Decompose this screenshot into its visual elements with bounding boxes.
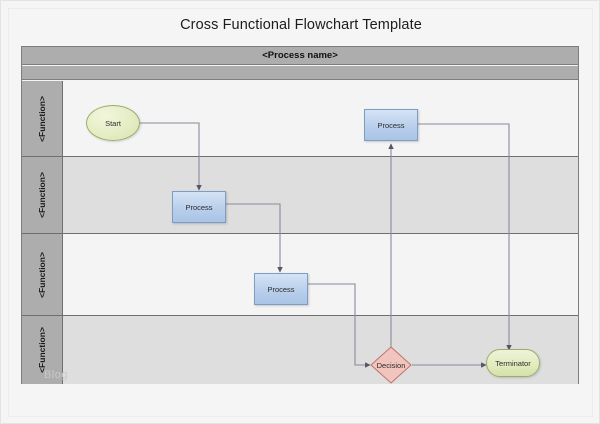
node-start-label: Start (105, 118, 121, 128)
connector-process1-to-process2[interactable] (226, 203, 283, 273)
node-process-1-label: Process (185, 202, 213, 212)
node-process-2-label: Process (267, 284, 295, 294)
decision-diamond-shape (370, 346, 412, 384)
node-layer: Start Process Process Process Decision T… (22, 47, 580, 385)
process-name-label: <Process name> (262, 50, 338, 61)
process-name-bar[interactable]: <Process name> (22, 47, 578, 65)
swimlane-4[interactable]: <Function> (22, 316, 578, 384)
watermark: Blog (44, 369, 69, 381)
cross-functional-diagram: <Process name> <Function> <Function> <Fu… (21, 46, 579, 384)
swimlane-3-header[interactable]: <Function> (22, 234, 63, 315)
page-title: Cross Functional Flowchart Template (180, 17, 422, 33)
phase-bar[interactable] (22, 66, 578, 80)
node-process-3-label: Process (377, 120, 405, 130)
node-terminator-label: Terminator (495, 358, 531, 368)
node-terminator[interactable]: Terminator (486, 349, 540, 377)
connector-layer (140, 122, 512, 368)
swimlane-1-header[interactable]: <Function> (22, 81, 63, 156)
node-process-3[interactable]: Process (364, 109, 418, 141)
connector-process3-to-terminator[interactable] (418, 123, 512, 351)
swimlane-2[interactable]: <Function> (22, 157, 578, 234)
node-process-1[interactable]: Process (172, 191, 226, 223)
swimlane-4-header[interactable]: <Function> (22, 316, 63, 384)
swimlane-2-header[interactable]: <Function> (22, 157, 63, 233)
node-decision[interactable]: Decision (370, 346, 412, 384)
connector-start-to-process1[interactable] (140, 122, 202, 191)
connector-process2-to-decision[interactable] (308, 283, 371, 368)
node-decision-label: Decision (376, 360, 406, 370)
swimlane-container: <Function> <Function> <Function> <Functi… (22, 81, 578, 384)
node-process-2[interactable]: Process (254, 273, 308, 305)
node-start[interactable]: Start (86, 105, 140, 141)
